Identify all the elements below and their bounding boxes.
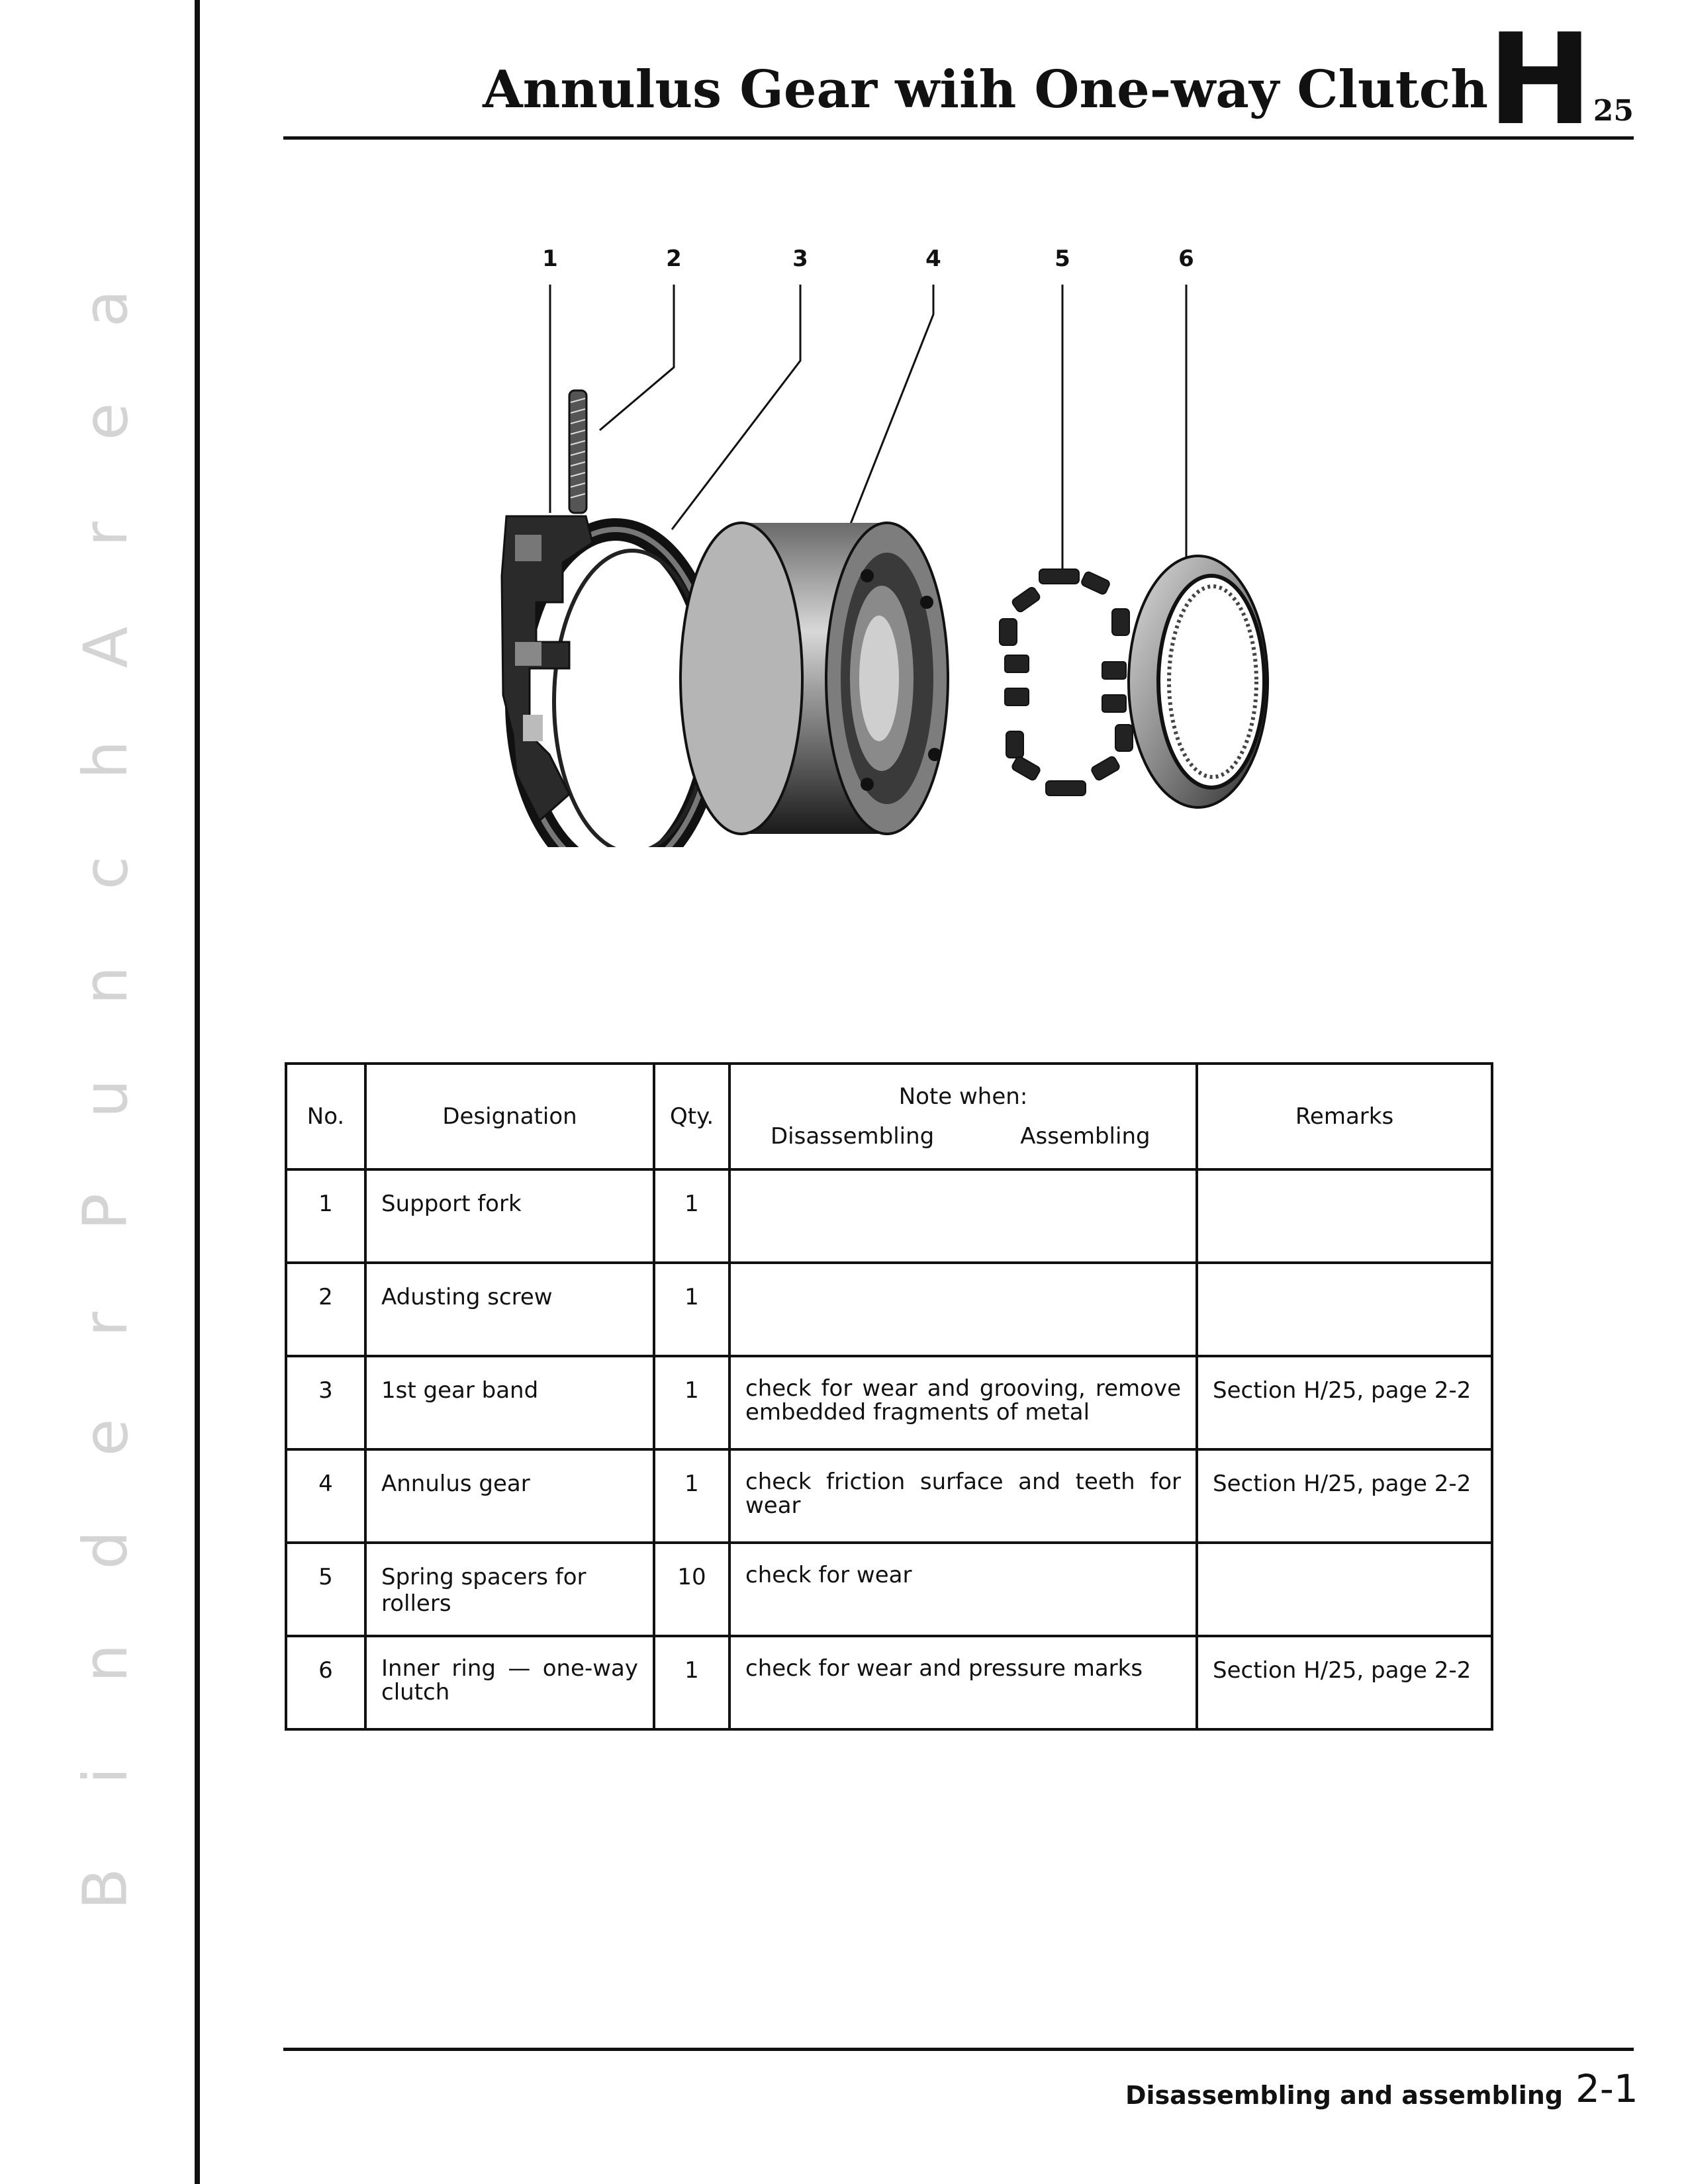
leader-lines — [549, 285, 1188, 589]
cell-qty: 1 — [653, 1448, 731, 1544]
callout-2: 2 — [666, 246, 682, 272]
binder-margin-line — [195, 0, 200, 2184]
callout-1: 1 — [542, 246, 558, 272]
binder-letter: n — [70, 1643, 141, 1682]
binder-letter: h — [70, 741, 141, 780]
header-designation: Designation — [364, 1062, 655, 1171]
inner-ring-drawing — [1127, 555, 1269, 809]
cell-no: 6 — [285, 1635, 367, 1731]
binder-letter: d — [70, 1530, 141, 1570]
cell-remarks — [1196, 1168, 1493, 1264]
table-row: 5 Spring spacers for rollers 10 check fo… — [285, 1541, 1493, 1637]
table-row: 6 Inner ring — one-way clutch 1 check fo… — [285, 1635, 1493, 1731]
cell-no: 1 — [285, 1168, 367, 1264]
section-number: 25 — [1593, 94, 1634, 128]
binder-letter: B — [70, 1868, 141, 1910]
binder-letter: i — [70, 1767, 141, 1785]
cell-qty: 1 — [653, 1635, 731, 1731]
cell-qty: 1 — [653, 1261, 731, 1357]
annulus-gear-drawing — [679, 522, 949, 835]
page-header: Annulus Gear wiih One-way Clutch H 25 — [283, 17, 1634, 143]
page-title: Annulus Gear wiih One-way Clutch — [483, 60, 1488, 120]
cell-remarks — [1196, 1261, 1493, 1357]
footer-section-title: Disassembling and assembling — [1125, 2081, 1564, 2110]
cell-qty: 1 — [653, 1168, 731, 1264]
cell-note — [728, 1168, 1198, 1264]
cell-note — [728, 1261, 1198, 1357]
binder-letter: e — [70, 402, 141, 440]
header-no: No. — [285, 1062, 367, 1171]
header-divider — [283, 136, 1634, 140]
footer-divider — [283, 2048, 1634, 2051]
callout-6: 6 — [1178, 246, 1194, 272]
header-disassembling: Disassembling — [771, 1123, 935, 1150]
table-row: 4 Annulus gear 1 check friction surface … — [285, 1448, 1493, 1544]
cell-no: 4 — [285, 1448, 367, 1544]
binder-punch-area-label: a e r A h c n u P r e d n i B — [40, 278, 172, 1919]
cell-designation: Spring spacers for rollers — [364, 1541, 655, 1637]
cell-qty: 10 — [653, 1541, 731, 1637]
binder-letter: r — [70, 522, 141, 547]
cell-designation: Annulus gear — [364, 1448, 655, 1544]
parts-table: No. Designation Qty. Note when: Disassem… — [285, 1062, 1493, 1731]
page-number: 2-1 — [1575, 2066, 1638, 2111]
cell-note: check for wear — [728, 1541, 1198, 1637]
exploded-view-illustration: 1 2 3 4 5 6 — [463, 232, 1324, 847]
cell-note: check friction surface and teeth for wea… — [728, 1448, 1198, 1544]
cell-remarks: Section H/25, page 2-2 — [1196, 1448, 1493, 1544]
header-note-when: Note when: Disassembling Assembling — [728, 1062, 1198, 1171]
table-header-row: No. Designation Qty. Note when: Disassem… — [285, 1062, 1493, 1171]
cell-no: 3 — [285, 1355, 367, 1451]
cell-remarks: Section H/25, page 2-2 — [1196, 1635, 1493, 1731]
table-row: 1 Support fork 1 — [285, 1168, 1493, 1264]
binder-letter: P — [70, 1193, 141, 1230]
cell-qty: 1 — [653, 1355, 731, 1451]
header-remarks: Remarks — [1196, 1062, 1493, 1171]
table-row: 3 1st gear band 1 check for wear and gro… — [285, 1355, 1493, 1451]
spring-spacers-drawing — [999, 569, 1133, 796]
binder-letter: A — [70, 626, 141, 668]
header-qty: Qty. — [653, 1062, 731, 1171]
section-letter: H — [1487, 7, 1593, 153]
header-note-when-label: Note when: — [898, 1083, 1028, 1110]
header-assembling: Assembling — [1020, 1123, 1150, 1150]
binder-letter: u — [70, 1079, 141, 1118]
table-row: 2 Adusting screw 1 — [285, 1261, 1493, 1357]
adjusting-screw-drawing — [568, 389, 588, 514]
callout-5: 5 — [1055, 246, 1070, 272]
cell-no: 2 — [285, 1261, 367, 1357]
callout-3: 3 — [792, 246, 808, 272]
binder-letter: n — [70, 966, 141, 1005]
callout-4: 4 — [925, 246, 941, 272]
binder-letter: c — [70, 856, 141, 890]
cell-designation: Adusting screw — [364, 1261, 655, 1357]
binder-letter: a — [70, 289, 141, 328]
cell-no: 5 — [285, 1541, 367, 1637]
binder-letter: e — [70, 1418, 141, 1456]
exploded-view-svg: 1 2 3 4 5 6 — [500, 246, 1269, 847]
cell-note: check for wear and pressure marks — [728, 1635, 1198, 1731]
binder-letter: r — [70, 1312, 141, 1337]
cell-designation: Inner ring — one-way clutch — [364, 1635, 655, 1731]
cell-designation: 1st gear band — [364, 1355, 655, 1451]
cell-designation: Support fork — [364, 1168, 655, 1264]
cell-remarks — [1196, 1541, 1493, 1637]
cell-note: check for wear and grooving, remove embe… — [728, 1355, 1198, 1451]
support-fork-drawing — [500, 515, 594, 823]
cell-remarks: Section H/25, page 2-2 — [1196, 1355, 1493, 1451]
